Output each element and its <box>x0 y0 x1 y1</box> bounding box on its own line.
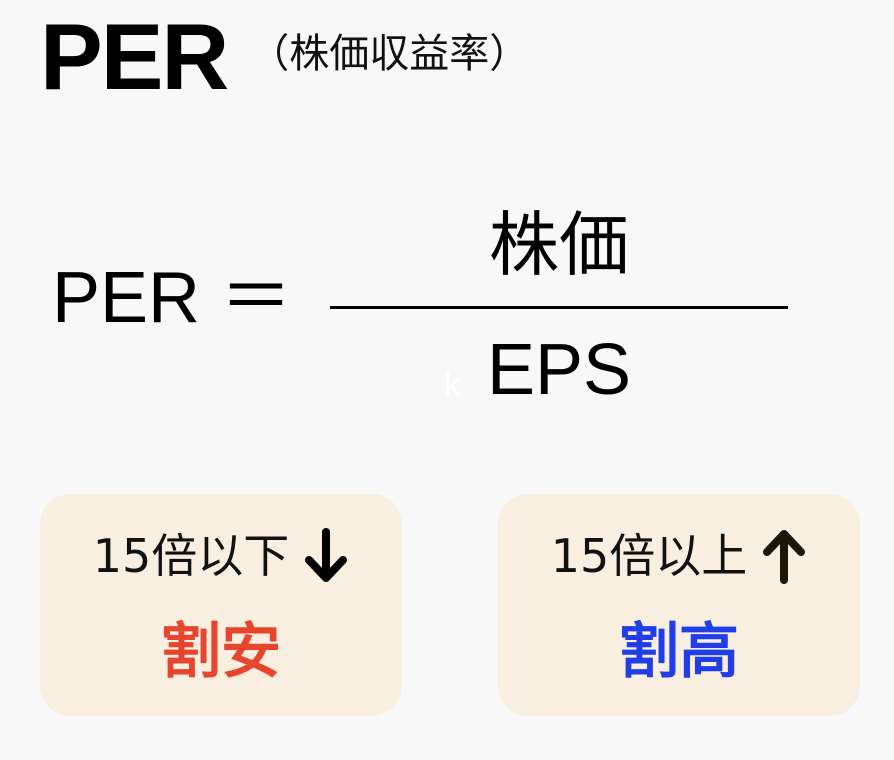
formula-numerator: 株価 <box>489 204 629 286</box>
card-condition-row: 15倍以下 <box>40 528 402 584</box>
card-overvalued: 15倍以上 割高 <box>498 494 860 716</box>
card-undervalued: 15倍以下 割安 <box>40 494 402 716</box>
arrow-down-icon <box>303 528 349 584</box>
page-title: PER （株価収益率） <box>40 10 529 120</box>
formula-denominator: EPS <box>486 330 632 410</box>
card-verdict: 割安 <box>161 617 281 687</box>
arrow-up-icon <box>761 528 807 584</box>
title-subtitle: （株価収益率） <box>249 31 530 77</box>
card-verdict: 割高 <box>619 617 739 687</box>
card-condition-text: 15倍以下 <box>92 529 290 583</box>
card-condition-text: 15倍以上 <box>550 529 748 583</box>
fraction-bar <box>330 306 788 309</box>
stray-character: k <box>444 366 461 404</box>
card-condition-row: 15倍以上 <box>498 528 860 584</box>
title-main: PER <box>40 4 229 109</box>
formula-lhs: PER ＝ <box>52 258 293 338</box>
